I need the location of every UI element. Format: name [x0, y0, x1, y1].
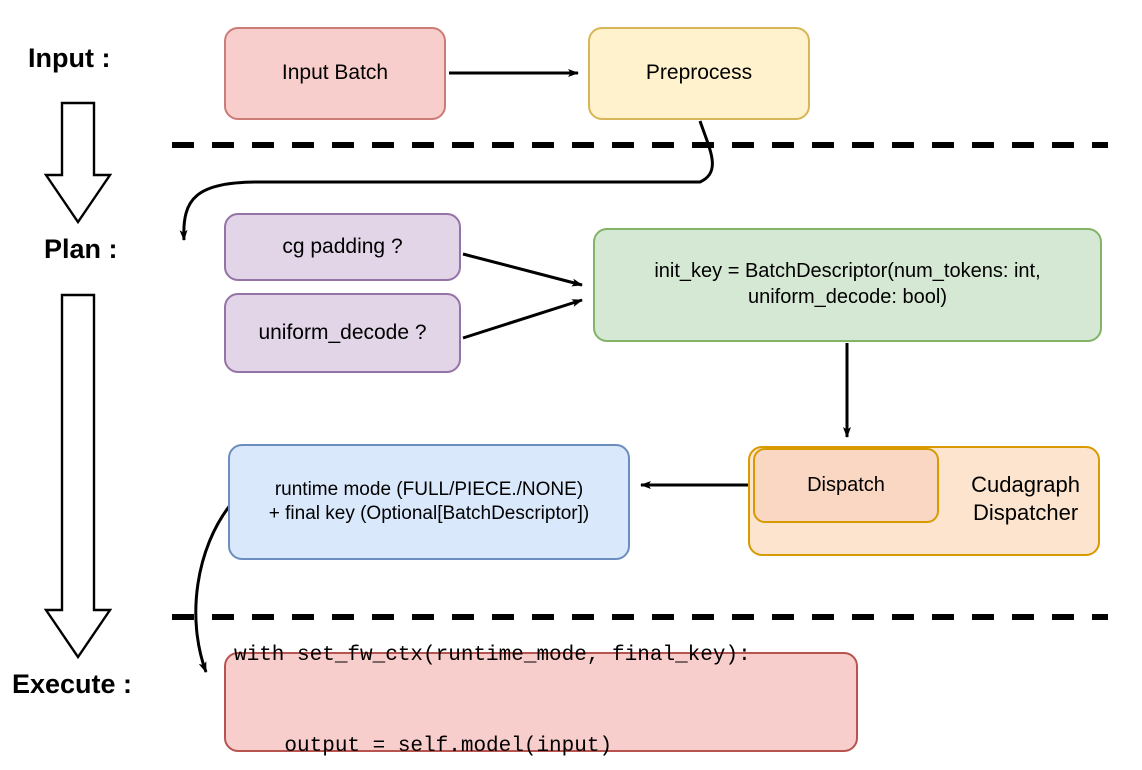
node-cg-padding[interactable]: cg padding ?: [224, 213, 461, 281]
node-dispatch-label: Dispatch: [807, 473, 885, 496]
node-execute-code-line1: with set_fw_ctx(runtime_mode, final_key)…: [234, 644, 751, 668]
node-cudagraph-dispatcher-line2: Dispatcher: [972, 500, 1079, 525]
node-init-key-text: init_key = BatchDescriptor(num_tokens: i…: [654, 259, 1040, 310]
node-runtime-mode-line2: + final key (Optional[BatchDescriptor]): [268, 503, 590, 524]
stage-label-input: Input :: [28, 43, 111, 73]
node-execute-code-text: with set_fw_ctx(runtime_mode, final_key)…: [234, 580, 751, 770]
node-input-batch-label: Input Batch: [281, 61, 389, 85]
edge-uniform-decode-to-init-key: [462, 298, 583, 340]
node-cudagraph-dispatcher-text: Cudagraph Dispatcher: [971, 471, 1080, 527]
node-init-key-line1: init_key = BatchDescriptor(num_tokens: i…: [654, 260, 1041, 283]
node-dispatch[interactable]: Dispatch: [753, 448, 939, 523]
node-preprocess[interactable]: Preprocess: [588, 27, 810, 120]
input-to-plan-flow-arrow: [43, 101, 113, 225]
node-uniform-decode[interactable]: uniform_decode ?: [224, 293, 461, 373]
node-runtime-mode-text: runtime mode (FULL/PIECE./NONE) + final …: [269, 478, 590, 527]
stage-label-execute: Execute :: [12, 669, 133, 699]
node-runtime-mode[interactable]: runtime mode (FULL/PIECE./NONE) + final …: [228, 444, 630, 560]
node-cg-padding-label: cg padding ?: [282, 234, 403, 258]
plan-to-execute-flow-arrow: [43, 293, 113, 660]
node-runtime-mode-line1: runtime mode (FULL/PIECE./NONE): [274, 478, 584, 500]
node-input-batch[interactable]: Input Batch: [224, 27, 446, 120]
node-init-key[interactable]: init_key = BatchDescriptor(num_tokens: i…: [593, 228, 1102, 342]
stage-label-plan: Plan :: [44, 234, 118, 264]
edge-preprocess-to-cg-padding: [179, 120, 714, 241]
edge-runtime-mode-to-execute-code: [194, 503, 233, 673]
node-init-key-line2: uniform_decode: bool): [747, 286, 947, 308]
node-cudagraph-dispatcher-line1: Cudagraph: [971, 471, 1080, 497]
node-preprocess-label: Preprocess: [645, 61, 753, 85]
node-uniform-decode-label: uniform_decode ?: [258, 320, 427, 344]
node-execute-code-line2: output = self.model(input): [234, 735, 613, 759]
edge-cg-padding-to-init-key: [462, 252, 583, 287]
node-execute-code[interactable]: with set_fw_ctx(runtime_mode, final_key)…: [224, 644, 858, 758]
